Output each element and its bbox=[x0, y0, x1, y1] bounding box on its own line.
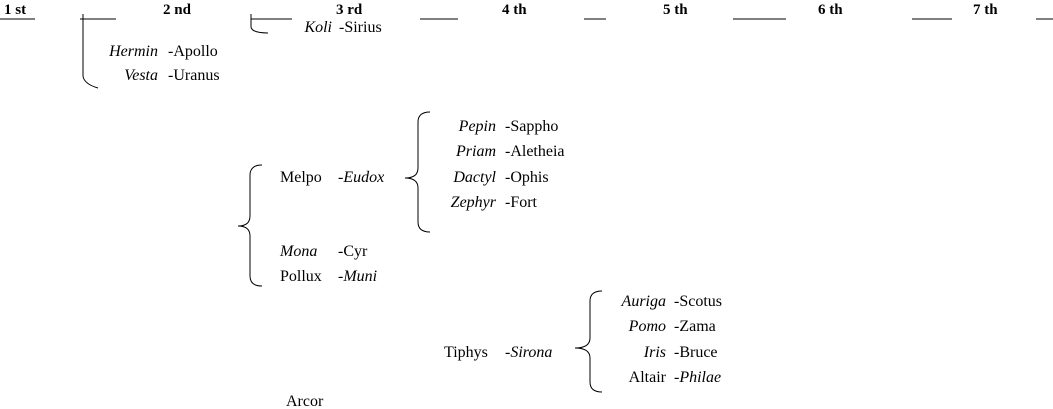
entry-name: Melpo bbox=[280, 169, 322, 186]
entry-label: -Apollo bbox=[168, 43, 218, 60]
gen-6-header: 6 th bbox=[818, 2, 843, 18]
entry-label: -Aletheia bbox=[505, 143, 565, 160]
entry-name: Hermin bbox=[109, 43, 158, 60]
brace-eudox bbox=[404, 111, 431, 233]
gen-4-header: 4 th bbox=[502, 2, 527, 18]
entry-name: Auriga bbox=[621, 293, 666, 310]
brace-sirona bbox=[574, 290, 603, 393]
entry-label: -Sirona bbox=[505, 344, 553, 361]
entry-name: Pollux bbox=[280, 268, 322, 285]
entry-label: -Cyr bbox=[338, 243, 368, 260]
brace-melpo bbox=[237, 164, 263, 287]
bracket-2nd bbox=[82, 14, 99, 89]
gen-2-header: 2 nd bbox=[163, 2, 191, 18]
bracket-3rd bbox=[250, 14, 292, 34]
entry-label: -Fort bbox=[505, 194, 537, 211]
gen-3-header: 3 rd bbox=[336, 2, 363, 18]
entry-label: -Bruce bbox=[674, 344, 718, 361]
entry-name: Altair bbox=[628, 369, 666, 386]
entry-label: -Philae bbox=[674, 369, 722, 386]
entry-name: Arcor bbox=[286, 393, 324, 409]
entry-name: Iris bbox=[643, 344, 666, 361]
entry-label: -Uranus bbox=[168, 67, 220, 84]
entry-label: -Sirius bbox=[339, 19, 382, 36]
entry-name: Pepin bbox=[458, 118, 496, 135]
entry-name: Dactyl bbox=[453, 169, 496, 186]
entry-label: -Muni bbox=[338, 268, 378, 285]
entry-name: Pomo bbox=[628, 318, 666, 335]
entry-name: Zephyr bbox=[450, 194, 496, 211]
entry-label: -Scotus bbox=[674, 293, 722, 310]
entry-name: Koli bbox=[304, 19, 332, 36]
entry-label: -Zama bbox=[674, 318, 716, 335]
gen-1-header: 1 st bbox=[4, 2, 27, 18]
entry-label: -Ophis bbox=[505, 169, 549, 186]
gen-5-header: 5 th bbox=[663, 2, 688, 18]
entry-name: Priam bbox=[456, 143, 496, 160]
entry-name: Tiphys bbox=[444, 344, 488, 361]
entry-label: -Eudox bbox=[338, 169, 385, 186]
entry-name: Mona bbox=[280, 243, 318, 260]
entry-label: -Sappho bbox=[505, 118, 559, 135]
gen-7-header: 7 th bbox=[973, 2, 998, 18]
entry-name: Vesta bbox=[124, 67, 158, 84]
